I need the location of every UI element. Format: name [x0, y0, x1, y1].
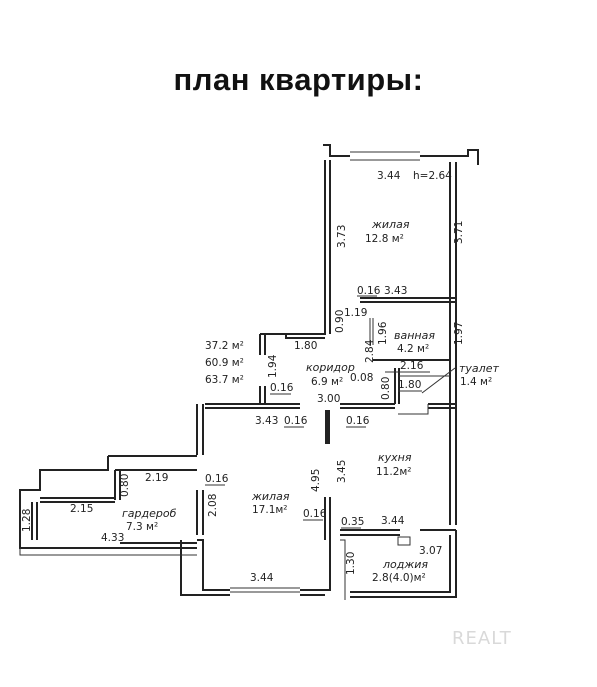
dim-119: 1.19 — [344, 307, 367, 319]
room-living1-name: жилая — [371, 218, 410, 231]
dim-208: 2.08 — [207, 494, 219, 517]
dim-top-width: 3.44 — [377, 170, 401, 182]
total-area-with-loggia: 63.7 м² — [205, 374, 244, 386]
room-living2-area: 17.1м² — [252, 504, 288, 516]
dim-307: 3.07 — [419, 545, 442, 557]
walls — [19, 144, 479, 600]
dim-344-b: 3.44 — [381, 515, 405, 527]
dim-128: 1.28 — [21, 509, 33, 532]
ceiling-height: h=2.64 — [413, 170, 452, 182]
dim-344-c: 3.44 — [250, 572, 274, 584]
dim-130: 1.30 — [345, 552, 357, 575]
total-area-apartment: 60.9 м² — [205, 357, 244, 369]
room-living2-name: жилая — [251, 490, 290, 503]
dim-016-b: 0.16 — [270, 382, 294, 394]
dim-016-f: 0.16 — [303, 508, 327, 520]
page-title: план квартиры: — [173, 62, 424, 97]
dim-196: 1.96 — [377, 321, 389, 345]
room-labels: жилая 12.8 м² ванная 4.2 м² коридор 6.9 … — [122, 218, 499, 584]
dim-215: 2.15 — [70, 503, 93, 515]
dim-016-d: 0.16 — [346, 415, 370, 427]
room-wardrobe-name: гардероб — [122, 507, 177, 520]
room-bath-name: ванная — [394, 329, 435, 342]
room-loggia-name: лоджия — [382, 558, 428, 571]
dimension-labels: 3.44 h=2.64 3.73 3.71 0.16 3.43 1.19 0.9… — [21, 170, 465, 584]
total-area-living: 37.2 м² — [205, 340, 244, 352]
dim-living1-left: 3.73 — [336, 225, 348, 248]
room-living1-area: 12.8 м² — [365, 233, 404, 245]
dim-433: 4.33 — [101, 532, 124, 544]
dim-343-a: 3.43 — [384, 285, 407, 297]
dim-345: 3.45 — [336, 460, 348, 483]
dim-216: 2.16 — [400, 360, 424, 372]
room-wardrobe-area: 7.3 м² — [126, 521, 158, 533]
dim-080-b: 0.80 — [119, 474, 131, 497]
room-kitchen-name: кухня — [378, 451, 412, 464]
room-corridor-area: 6.9 м² — [311, 376, 343, 388]
dim-180-b: 1.80 — [398, 379, 421, 391]
room-loggia-area: 2.8(4.0)м² — [372, 572, 426, 584]
room-corridor-name: коридор — [306, 361, 355, 374]
dim-197: 1.97 — [453, 322, 465, 345]
total-areas: 37.2 м² 60.9 м² 63.7 м² — [205, 340, 244, 386]
dim-495: 4.95 — [310, 469, 322, 492]
dim-008: 0.08 — [350, 372, 373, 384]
room-toilet-area: 1.4 м² — [460, 376, 492, 388]
dim-284: 2.84 — [364, 339, 376, 363]
dim-090: 0.90 — [334, 310, 346, 333]
room-toilet-name: туалет — [459, 362, 499, 375]
dim-living1-right: 3.71 — [453, 221, 465, 244]
room-kitchen-area: 11.2м² — [376, 466, 412, 478]
room-bath-area: 4.2 м² — [397, 343, 429, 355]
dim-194: 1.94 — [267, 354, 279, 378]
dim-300: 3.00 — [317, 393, 340, 405]
dim-016-c: 0.16 — [284, 415, 308, 427]
dim-080-a: 0.80 — [380, 377, 392, 400]
dim-219: 2.19 — [145, 472, 168, 484]
dim-016-e: 0.16 — [205, 473, 229, 485]
dim-016-a: 0.16 — [357, 285, 381, 297]
watermark-logo: REALT — [452, 628, 512, 649]
dim-035: 0.35 — [341, 516, 364, 528]
dim-180-a: 1.80 — [294, 340, 317, 352]
dim-343-b: 3.43 — [255, 415, 278, 427]
